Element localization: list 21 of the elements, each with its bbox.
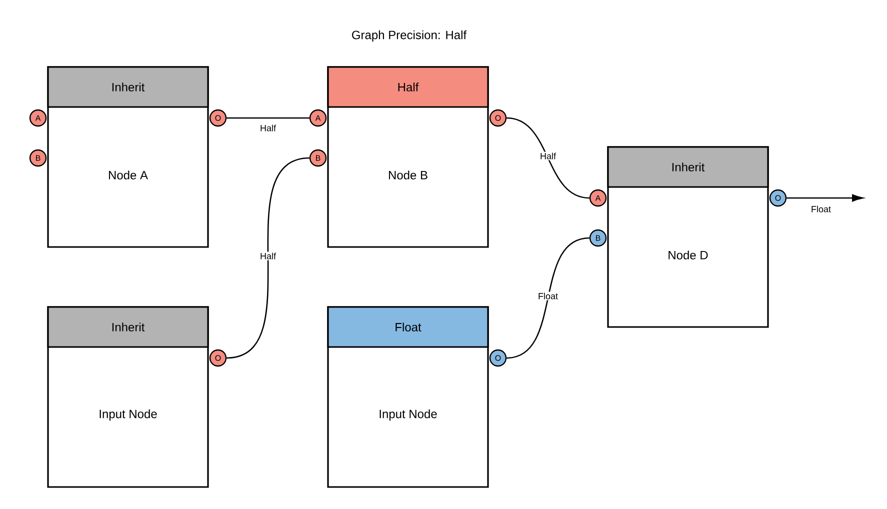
edge-label: Half — [539, 152, 557, 160]
connector — [786, 194, 864, 202]
edge-label: Float — [810, 204, 832, 214]
edge-label: Float — [537, 292, 559, 300]
header-band: Half — [327, 66, 489, 108]
node-box: Half Node B — [327, 66, 489, 248]
title: Graph Precision: Half — [352, 30, 467, 42]
edge-label: Half — [259, 252, 277, 260]
connector — [506, 117, 590, 199]
edge-label: Half — [259, 124, 277, 132]
connector — [226, 157, 310, 359]
node-box: Inherit Node D — [607, 146, 769, 328]
header-band: Inherit — [607, 146, 769, 188]
header-band: Inherit — [47, 306, 209, 348]
header-band: Float — [327, 306, 489, 348]
connector — [226, 117, 310, 119]
node-box: Inherit Input Node — [47, 306, 209, 488]
connector — [506, 237, 590, 359]
node-box: Float Input Node — [327, 306, 489, 488]
header-band: Inherit — [47, 66, 209, 108]
node-box: Inherit Node A — [47, 66, 209, 248]
